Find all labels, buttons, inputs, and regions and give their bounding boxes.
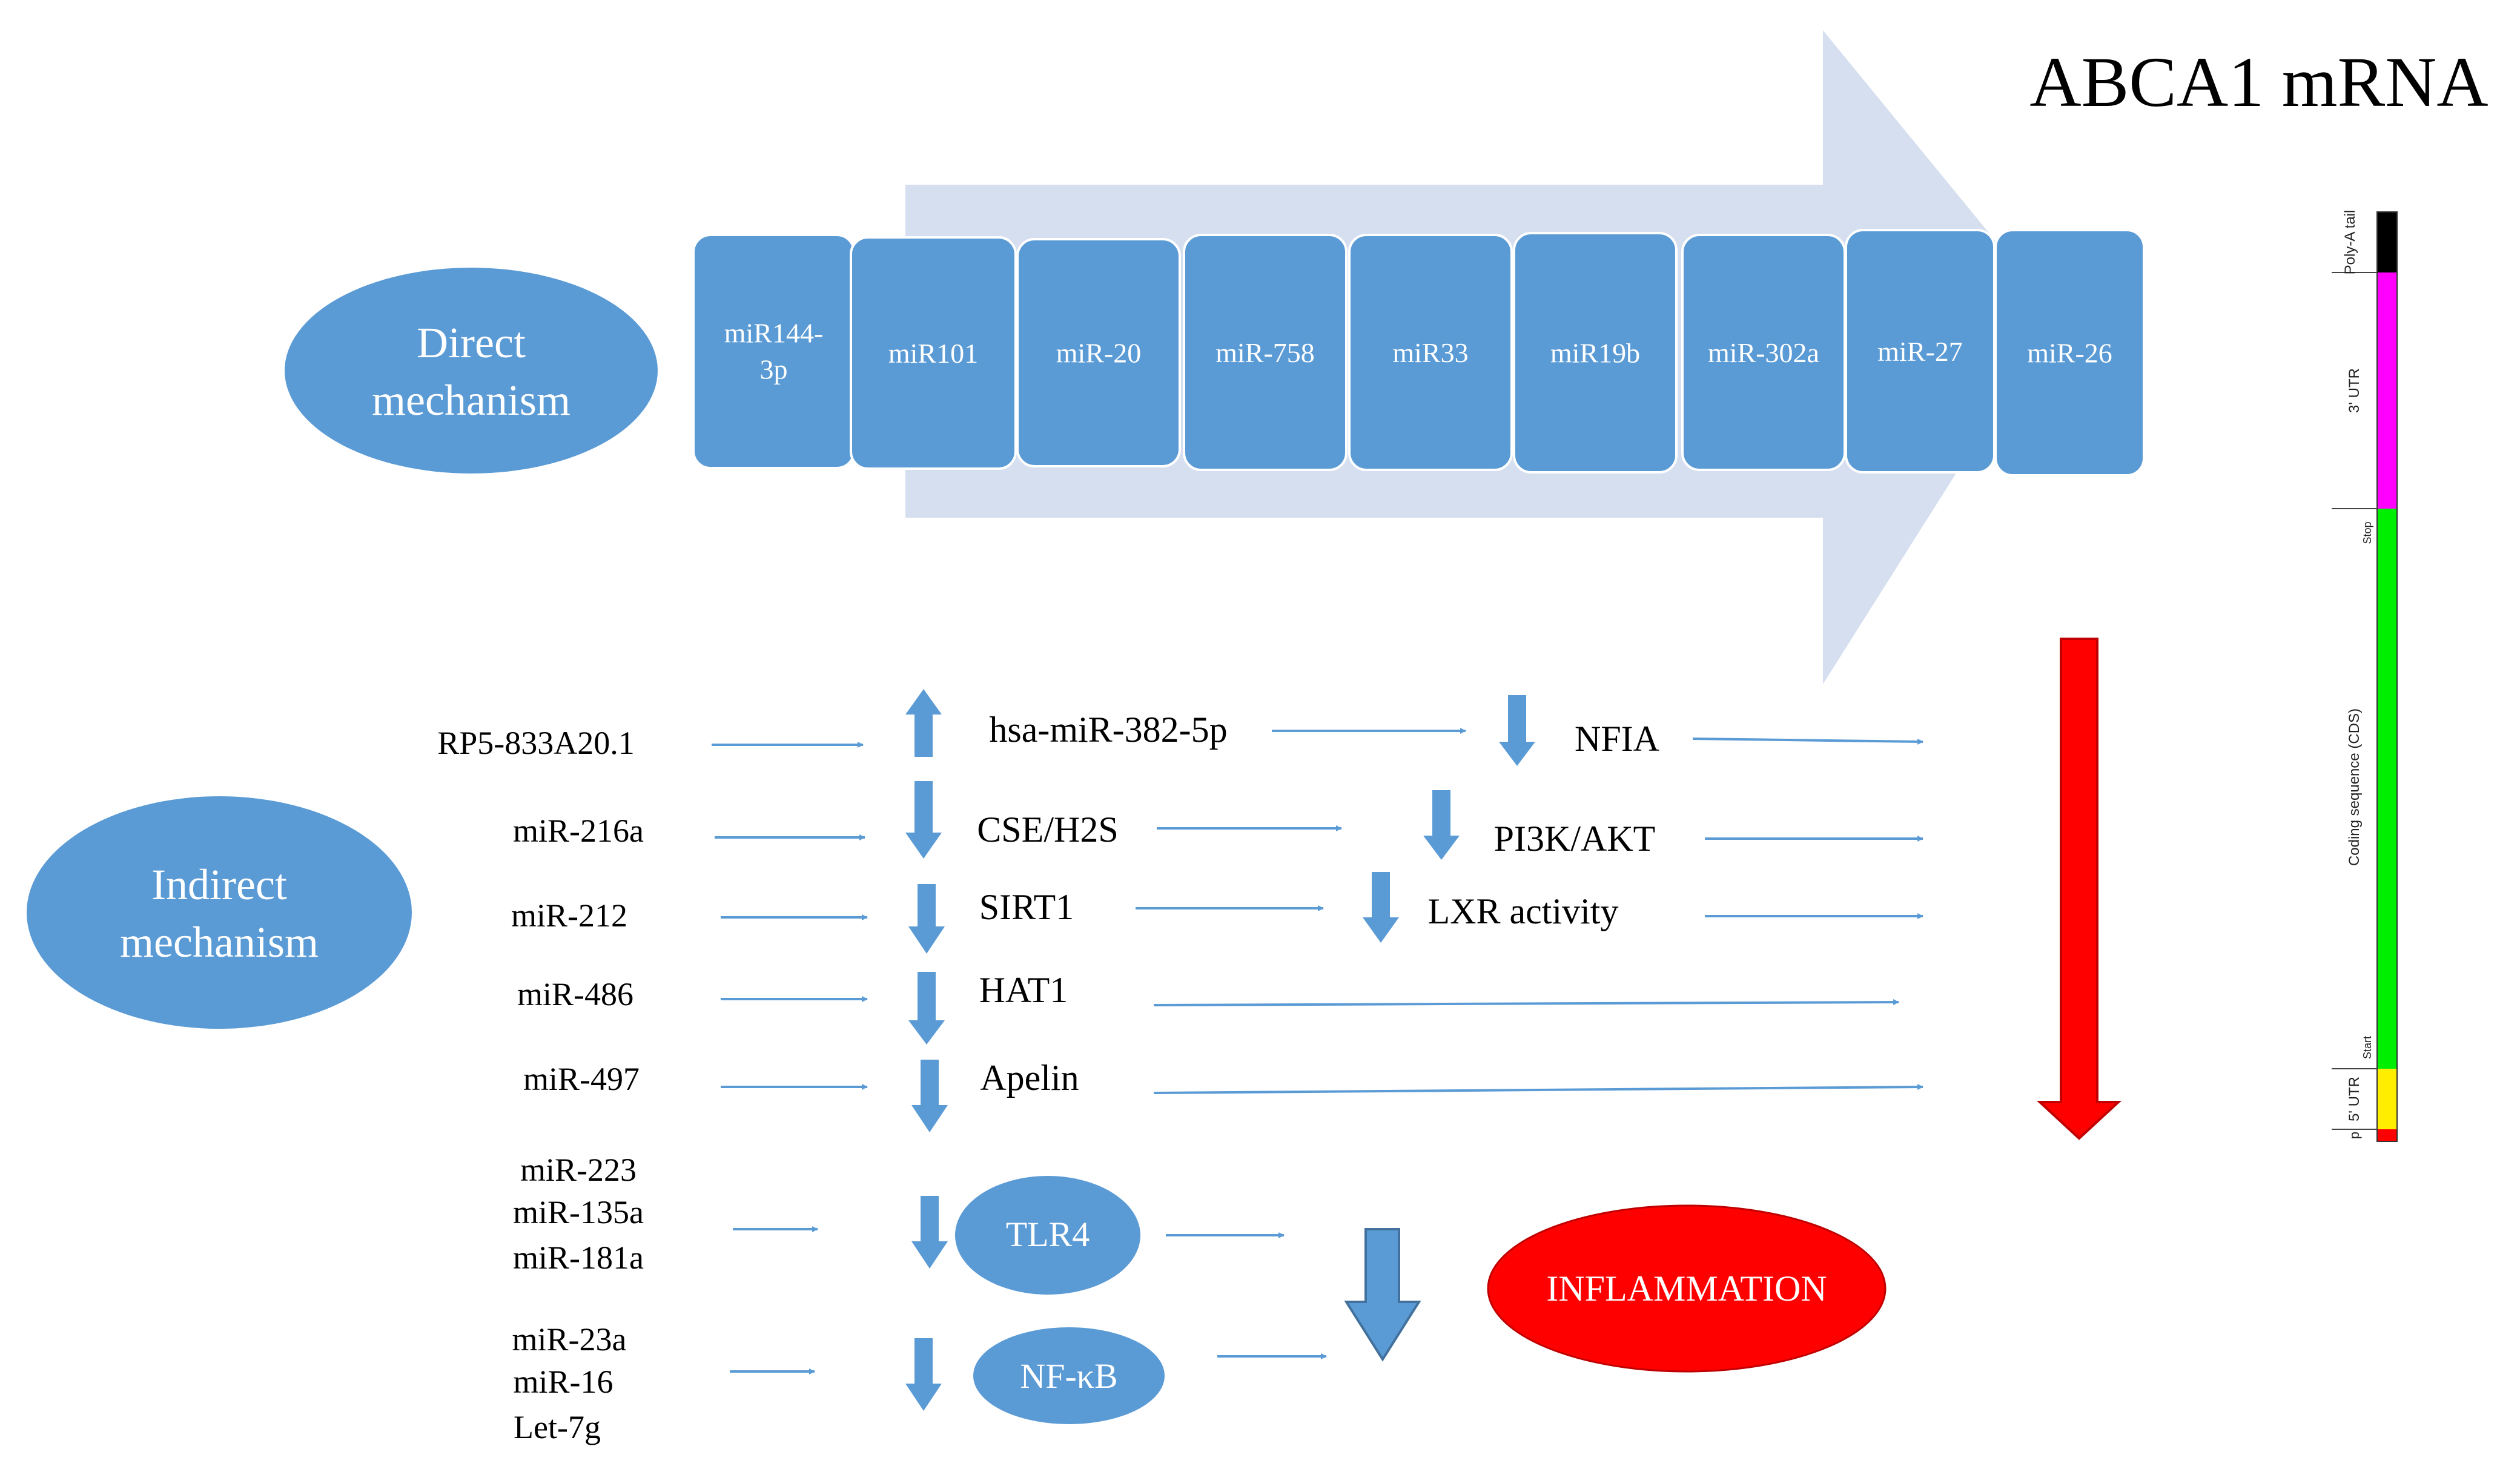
row1-target: hsa-miR-382-5p	[989, 710, 1227, 750]
mirna-box-label: miR-758	[1215, 337, 1315, 368]
mirna-box-label: miR-26	[2027, 338, 2112, 369]
three-utr-segment	[2377, 272, 2397, 509]
mrna-structure-bar: Poly-A tail 3' UTR Coding sequence (CDS)…	[2332, 210, 2398, 1142]
inflammation-down-arrow-icon	[1344, 1228, 1421, 1362]
mirna-box: miR-302a	[1681, 234, 1846, 471]
indirect-mechanism-label-line1: Indirect	[151, 860, 287, 909]
nfkb-source-2: miR-16	[513, 1364, 613, 1400]
direct-mechanism-label-line1: Direct	[417, 318, 526, 367]
mirna-box-label: miR33	[1392, 337, 1468, 368]
direct-mirna-boxes: miR144- 3p miR101 miR-20 miR-758 miR33 miR19b m…	[692, 229, 2145, 477]
mirna-box-label-line2: 3p	[760, 354, 788, 385]
nfkb-source-1: miR-23a	[512, 1321, 627, 1358]
row1-source: RP5-833A20.1	[437, 725, 635, 761]
tlr4-label: TLR4	[1006, 1215, 1090, 1254]
row1-down-arrow-icon	[1499, 695, 1535, 766]
mirna-box-label: miR144-	[724, 318, 824, 349]
row2-effect: PI3K/AKT	[1494, 819, 1656, 859]
mirna-box: miR33	[1348, 234, 1513, 471]
five-utr-label: 5' UTR	[2346, 1077, 2363, 1121]
mirna-box-label: miR-302a	[1708, 337, 1819, 368]
nfkb-source-3: Let-7g	[514, 1409, 601, 1445]
tlr4-source-3: miR-181a	[513, 1239, 644, 1276]
cap-segment	[2377, 1129, 2397, 1141]
red-down-arrow-icon	[2036, 638, 2122, 1140]
mirna-box: miR19b	[1513, 232, 1678, 474]
row4-source: miR-486	[517, 976, 633, 1012]
row2-source: miR-216a	[513, 813, 644, 849]
mirna-box-label: miR101	[888, 338, 978, 369]
row5-source: miR-497	[523, 1061, 640, 1097]
row3-source: miR-212	[511, 897, 627, 934]
three-utr-label: 3' UTR	[2346, 368, 2363, 413]
row3-down-arrow-icon-2	[1363, 872, 1399, 943]
p-marker-label: p	[2347, 1132, 2362, 1139]
stop-marker-label: Stop	[2361, 521, 2373, 544]
row5-down-arrow-icon	[911, 1060, 948, 1132]
tlr4-node	[955, 1176, 1140, 1295]
row3-down-arrow-icon	[908, 884, 945, 954]
row1-up-arrow-icon	[905, 689, 942, 757]
mirna-box: miR144- 3p	[692, 234, 855, 469]
row3-effect: LXR activity	[1428, 891, 1619, 931]
row5-arrow-2	[1153, 1084, 1923, 1094]
row4-down-arrow-icon	[908, 972, 945, 1045]
row2-target: CSE/H2S	[977, 810, 1118, 850]
mirna-box: miR-26	[1994, 229, 2145, 477]
tlr4-source-2: miR-135a	[513, 1194, 644, 1230]
row1-effect: NFIA	[1575, 719, 1659, 759]
nfkb-down-arrow-icon	[905, 1338, 942, 1411]
row2-down-arrow-icon	[905, 781, 942, 859]
nfkb-node	[973, 1327, 1165, 1424]
mirna-box-label: miR19b	[1550, 338, 1640, 369]
five-utr-segment	[2377, 1069, 2397, 1129]
indirect-mechanism-label-line2: mechanism	[120, 918, 319, 966]
indirect-mechanism-node: Indirect mechanism	[27, 796, 412, 1029]
row5-target: Apelin	[980, 1058, 1079, 1098]
inflammation-node	[1487, 1204, 1887, 1373]
cds-segment	[2377, 509, 2397, 1069]
row2-down-arrow-icon-2	[1423, 790, 1460, 860]
nfkb-label: NF-κB	[1020, 1356, 1117, 1396]
mirna-box-label: miR-20	[1056, 338, 1142, 369]
direct-mechanism-node: Direct mechanism	[285, 268, 658, 474]
mirna-box: miR-20	[1016, 238, 1181, 467]
tlr4-source-1: miR-223	[520, 1152, 637, 1188]
poly-a-tail-segment	[2377, 212, 2397, 272]
start-marker-label: Start	[2361, 1036, 2373, 1059]
cds-label: Coding sequence (CDS)	[2346, 708, 2363, 866]
mirna-box: miR-758	[1183, 234, 1348, 471]
mirna-box: miR101	[850, 236, 1017, 470]
poly-a-tail-label: Poly-A tail	[2342, 210, 2358, 275]
mrna-bar-outline	[2376, 211, 2398, 1142]
tlr4-down-arrow-icon	[911, 1196, 948, 1269]
row4-target: HAT1	[979, 970, 1068, 1010]
row4-arrow-2	[1153, 999, 1899, 1006]
title: ABCA1 mRNA	[2029, 42, 2488, 122]
direct-mechanism-label-line2: mechanism	[372, 376, 570, 424]
row1-arrow-3	[1692, 738, 1923, 745]
mirna-box: miR-27	[1845, 229, 1996, 474]
inflammation-label: INFLAMMATION	[1546, 1269, 1827, 1309]
mirna-box-label: miR-27	[1877, 336, 1963, 367]
row3-target: SIRT1	[979, 887, 1074, 927]
